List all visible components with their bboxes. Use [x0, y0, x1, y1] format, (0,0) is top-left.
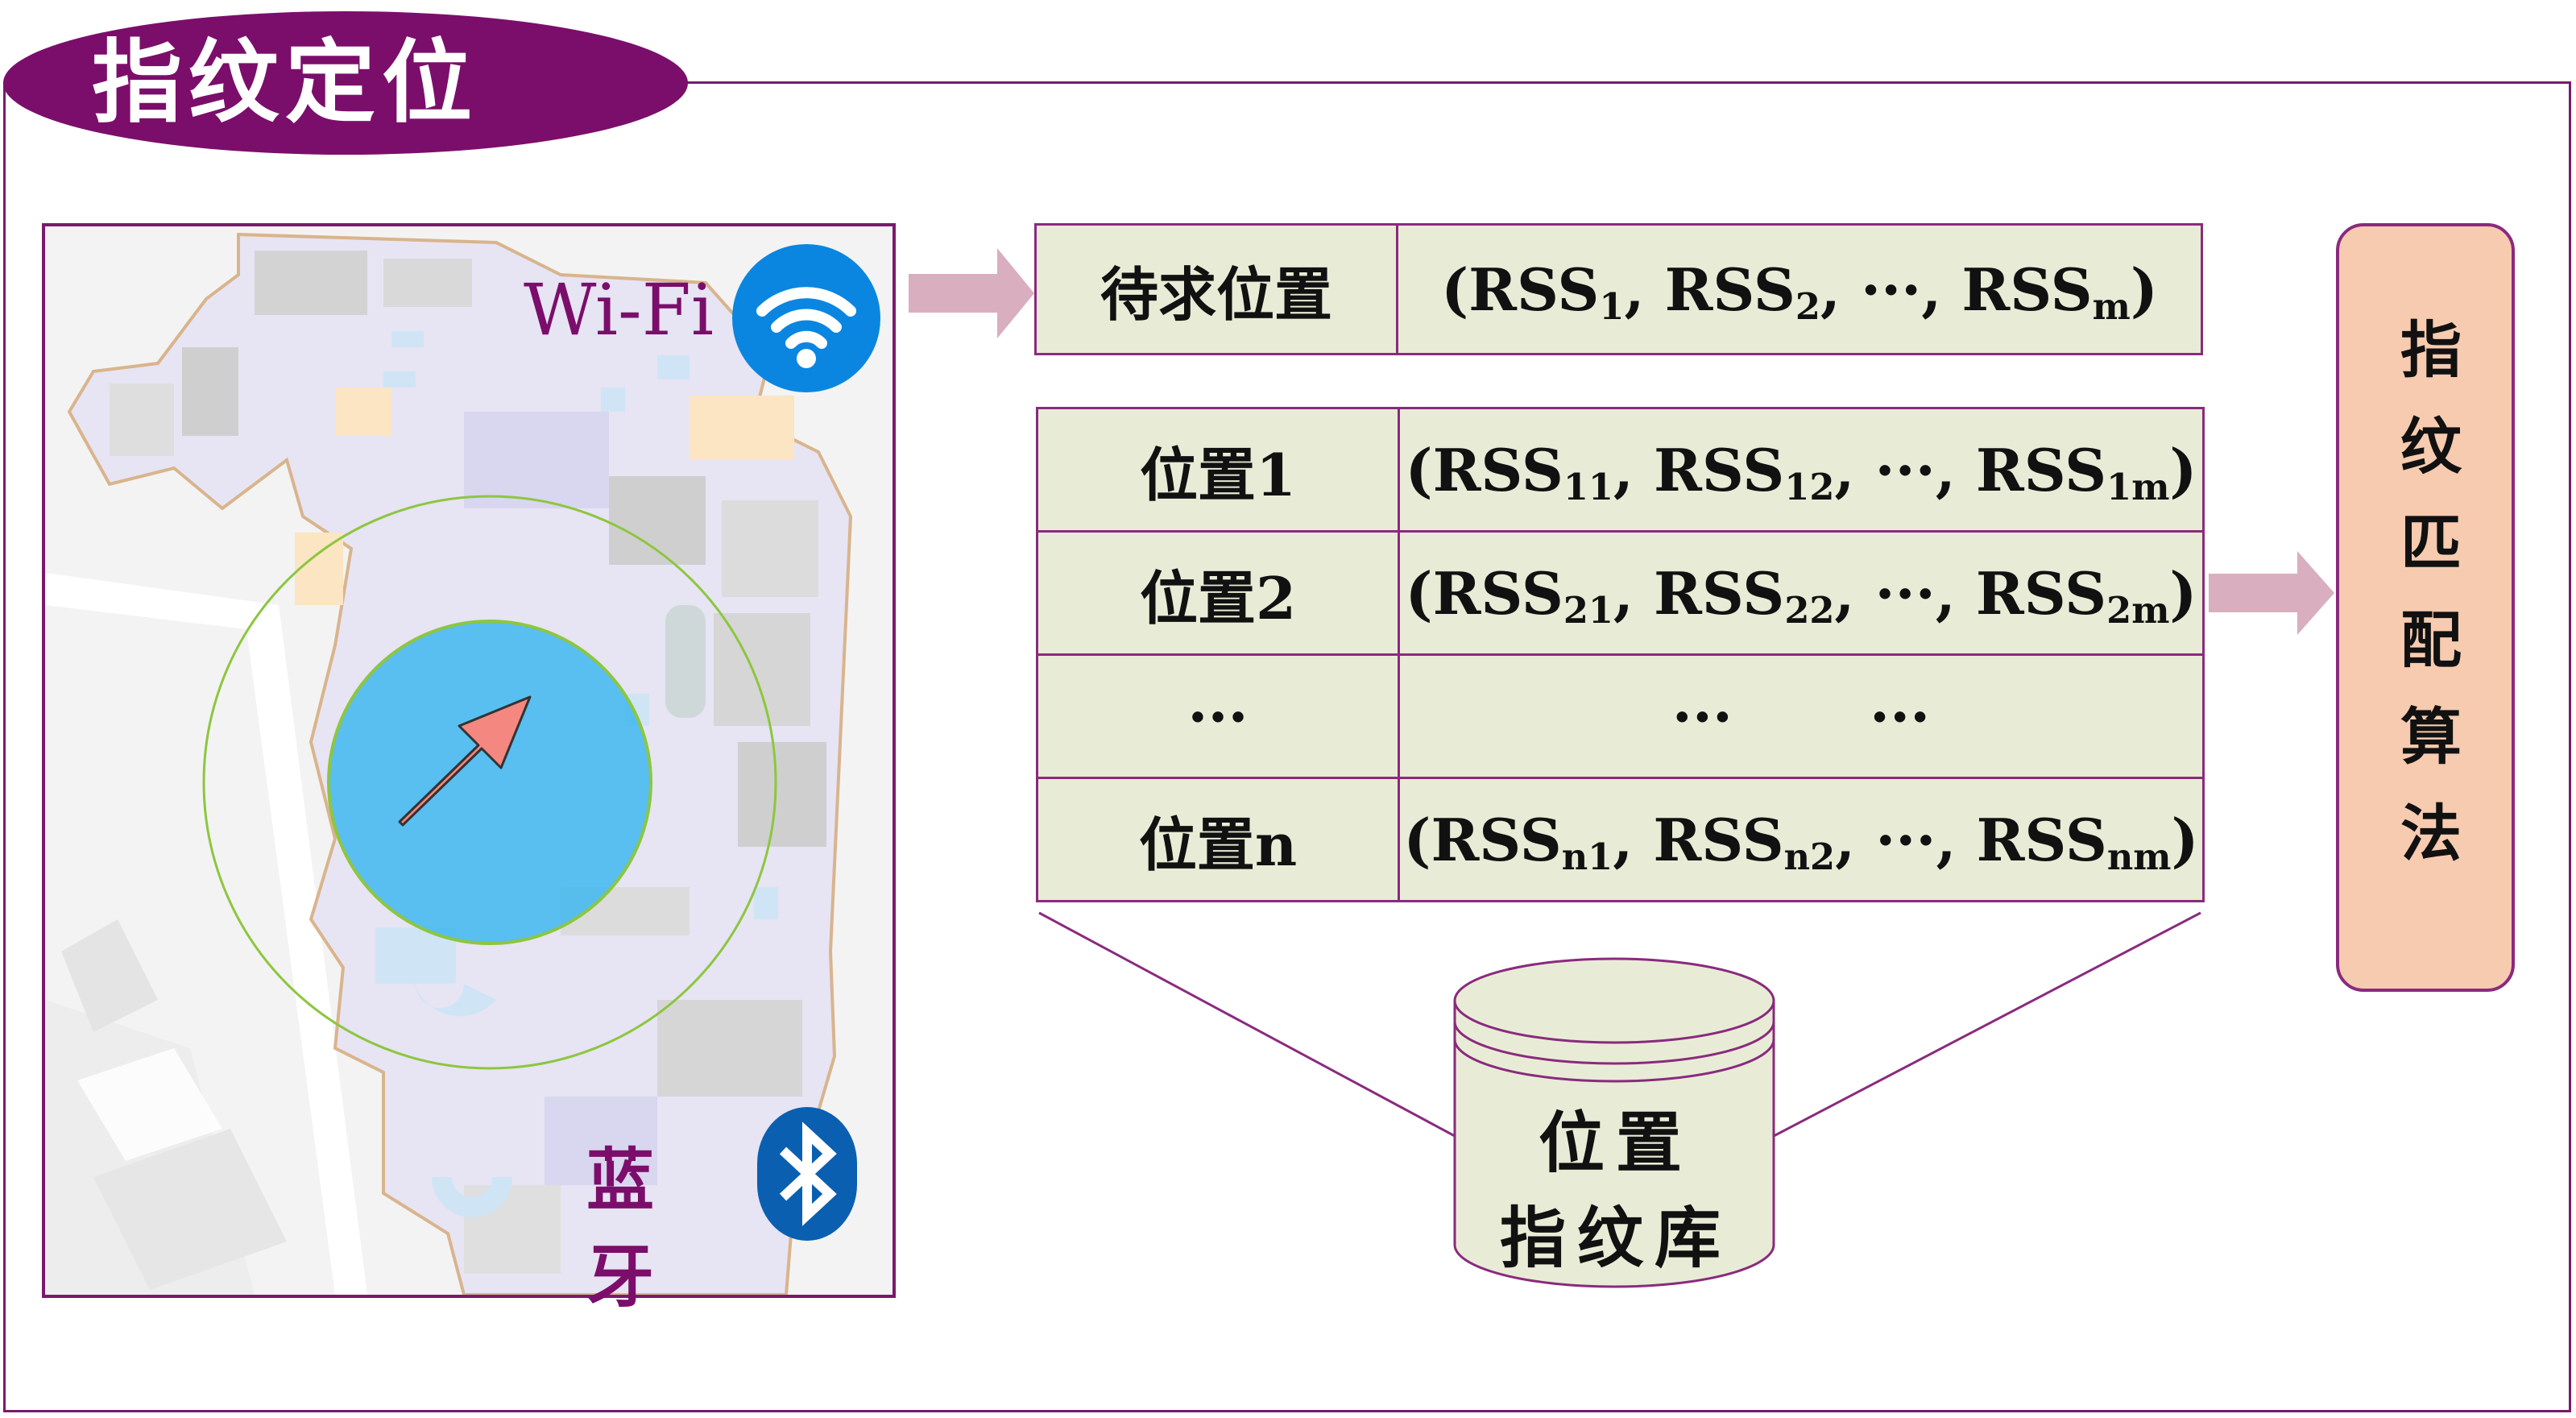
bluetooth-icon — [757, 1107, 857, 1241]
location-label: ··· — [1036, 653, 1400, 779]
rss-vector: (RSS11, RSS12, ···, RSS1m) — [1398, 407, 2205, 533]
wifi-label: Wi-Fi — [524, 268, 714, 351]
position-arrow-icon — [398, 695, 532, 827]
title-rule — [669, 81, 2571, 84]
rss-vector: (RSS21, RSS22, ···, RSS2m) — [1398, 530, 2205, 656]
rss-vector: (RSSn1, RSSn2, ···, RSSnm) — [1398, 777, 2205, 902]
fingerprint-table: 位置1 (RSS11, RSS12, ···, RSS1m) 位置2 (RSS2… — [1036, 407, 2205, 902]
query-rss: (RSS1, RSS2, ···, RSSm) — [1396, 223, 2203, 355]
fingerprint-db-line1: 位置 — [1538, 1105, 1693, 1182]
location-label: 位置1 — [1036, 407, 1400, 533]
indoor-map-panel — [42, 223, 896, 1298]
bluetooth-label: 蓝 牙 — [586, 1140, 663, 1316]
table-row: ··· ······ — [1036, 653, 2205, 779]
fingerprint-db-label: 位置 指纹库 — [1455, 1096, 1777, 1286]
table-row: 位置n (RSSn1, RSSn2, ···, RSSnm) — [1036, 777, 2205, 902]
rss-vector: ······ — [1398, 653, 2205, 779]
table-row: 位置2 (RSS21, RSS22, ···, RSS2m) — [1036, 530, 2205, 656]
fingerprint-db-line2: 指纹库 — [1499, 1200, 1732, 1277]
indoor-map — [45, 226, 892, 1295]
coverage-ring — [202, 495, 777, 1070]
matching-algorithm-label: 指纹匹配算法 — [2390, 317, 2462, 898]
matching-algorithm-box: 指纹匹配算法 — [2336, 223, 2515, 992]
table-row: 位置1 (RSS11, RSS12, ···, RSS1m) — [1036, 407, 2205, 533]
page-title: 指纹定位 — [92, 30, 478, 135]
query-table: 待求位置 (RSS1, RSS2, ···, RSSm) — [1034, 223, 2203, 355]
location-label: 位置2 — [1036, 530, 1400, 656]
wifi-icon — [732, 244, 880, 392]
title-banner — [3, 11, 688, 155]
query-label: 待求位置 — [1034, 223, 1398, 355]
position-estimate-circle — [327, 620, 652, 945]
location-label: 位置n — [1036, 777, 1400, 902]
query-row: 待求位置 (RSS1, RSS2, ···, RSSm) — [1034, 223, 2203, 355]
